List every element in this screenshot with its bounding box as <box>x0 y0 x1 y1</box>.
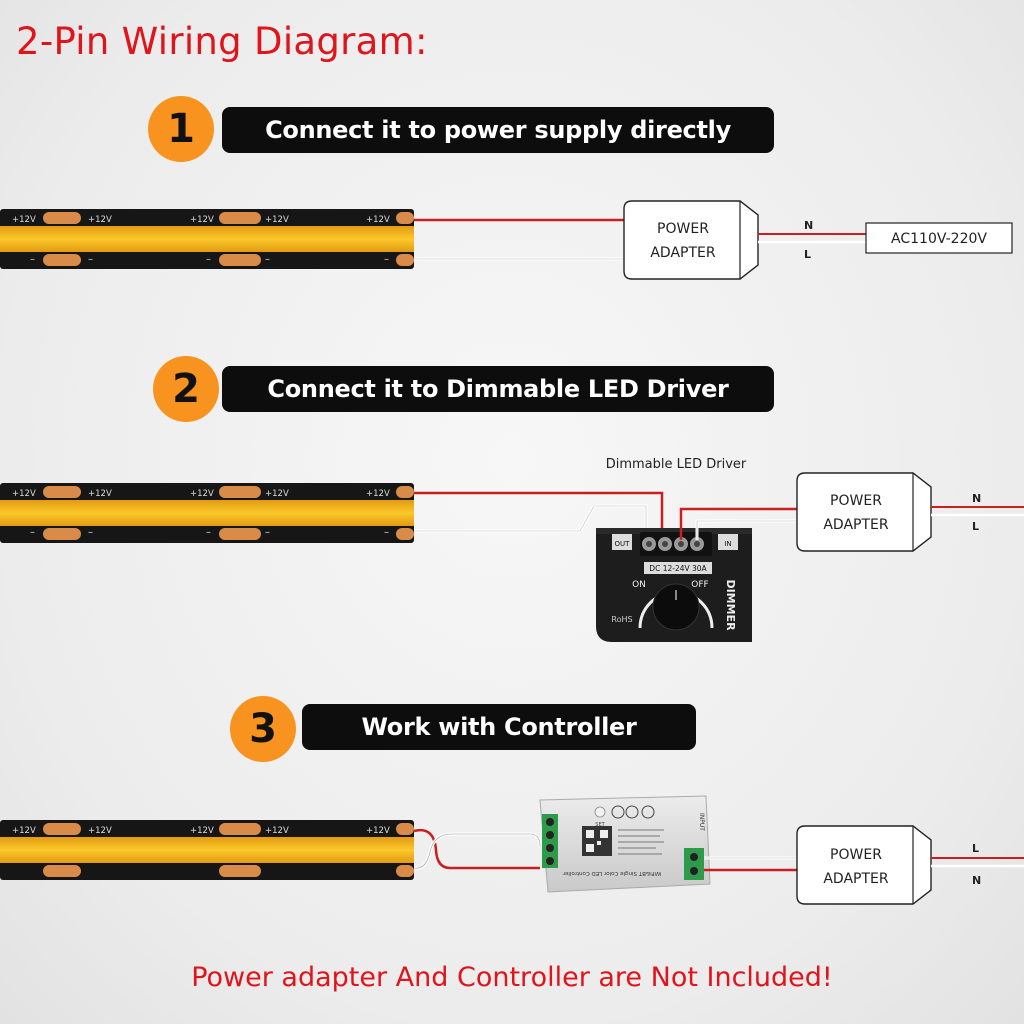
dimmer-caption: Dimmable LED Driver <box>606 457 747 472</box>
controller-set-label: SET <box>595 822 605 828</box>
wire-3-positive <box>413 828 540 870</box>
strip-1-plus-label-c: +12V <box>190 215 214 225</box>
strip-2-minus-e: – <box>384 527 389 538</box>
power-adapter-2-line1: POWER <box>830 493 882 509</box>
strip-1-plus-label-d: +12V <box>265 215 289 225</box>
power-adapter-1-line1: POWER <box>657 221 709 237</box>
dimmer-device: OUT IN DC 12-24V 30A ON OFF DIMMER RoHS <box>596 528 752 642</box>
led-strip-1: +12V +12V +12V +12V +12V – – – – – <box>0 209 414 269</box>
step-1-banner: Connect it to power supply directly <box>222 107 774 153</box>
strip-1-minus-e: – <box>384 254 389 265</box>
step-2-badge: 2 <box>153 356 219 422</box>
strip-2-plus-label-e: +12V <box>366 489 390 499</box>
strip-1-minus-c: – <box>206 254 211 265</box>
wire-2-positive <box>414 491 664 540</box>
led-strip-3: +12V +12V +12V +12V +12V <box>0 820 414 880</box>
strip-1-minus-a: – <box>30 254 35 265</box>
strip-2-plus-label-a: +12V <box>12 489 36 499</box>
mains-3-n-label: N <box>972 874 981 887</box>
strip-2-minus-c: – <box>206 527 211 538</box>
wire-2-supply-positive <box>679 507 798 540</box>
ac-voltage-label: AC110V-220V <box>891 231 987 247</box>
strip-2-minus-a: – <box>30 527 35 538</box>
strip-1-plus-label-e: +12V <box>366 215 390 225</box>
strip-3-plus-label-a: +12V <box>12 826 36 836</box>
step-2-banner: Connect it to Dimmable LED Driver <box>222 366 774 412</box>
strip-1-minus-d: – <box>265 254 270 265</box>
mains-3-l-label: L <box>972 842 979 855</box>
dimmer-rohs: RoHS <box>611 615 632 624</box>
strip-1-plus-label-a: +12V <box>12 215 36 225</box>
strip-2-minus-d: – <box>265 527 270 538</box>
led-strip-2: +12V +12V +12V +12V +12V – – – – – <box>0 483 414 543</box>
strip-1-minus-b: – <box>88 254 93 265</box>
strip-3-plus-label-c: +12V <box>190 826 214 836</box>
controller-name: WiFi&BT Single Color LED Controller <box>562 870 661 876</box>
strip-3-plus-label-d: +12V <box>265 826 289 836</box>
strip-3-plus-label-b: +12V <box>88 826 112 836</box>
ac-voltage-box <box>865 222 1013 254</box>
power-adapter-3-line1: POWER <box>830 847 882 863</box>
power-adapter-2: POWER ADAPTER <box>796 472 932 552</box>
mains-2-n-label: N <box>972 492 981 505</box>
dimmer-on-label: ON <box>632 580 646 590</box>
controller-input-label: INPUT <box>698 813 705 831</box>
strip-1-plus-label-b: +12V <box>88 215 112 225</box>
step-3-banner: Work with Controller <box>302 704 696 750</box>
step-3-badge: 3 <box>230 696 296 762</box>
strip-2-plus-label-b: +12V <box>88 489 112 499</box>
dimmer-in-label: IN <box>724 540 731 548</box>
controller-device: SET WiFi&BT Single Color LED Controller … <box>539 795 711 893</box>
mains-1-n-label: N <box>804 219 813 232</box>
strip-3-plus-label-e: +12V <box>366 826 390 836</box>
power-adapter-3: POWER ADAPTER <box>796 825 932 905</box>
power-adapter-1-line2: ADAPTER <box>650 245 716 261</box>
not-included-note: Power adapter And Controller are Not Inc… <box>191 962 833 993</box>
mains-2-l-label: L <box>972 520 979 533</box>
strip-2-plus-label-c: +12V <box>190 489 214 499</box>
mains-1-l-label: L <box>804 248 811 261</box>
dimmer-out-label: OUT <box>615 540 631 548</box>
strip-2-minus-b: – <box>88 527 93 538</box>
dimmer-rating: DC 12-24V 30A <box>649 564 707 573</box>
dimmer-brand: DIMMER <box>724 579 737 631</box>
power-adapter-3-line2: ADAPTER <box>823 871 889 887</box>
power-adapter-1: POWER ADAPTER <box>623 200 759 280</box>
strip-2-plus-label-d: +12V <box>265 489 289 499</box>
page-title: 2-Pin Wiring Diagram: <box>16 20 428 63</box>
step-1-badge: 1 <box>148 96 214 162</box>
dimmer-off-label: OFF <box>691 580 708 590</box>
power-adapter-2-line2: ADAPTER <box>823 517 889 533</box>
